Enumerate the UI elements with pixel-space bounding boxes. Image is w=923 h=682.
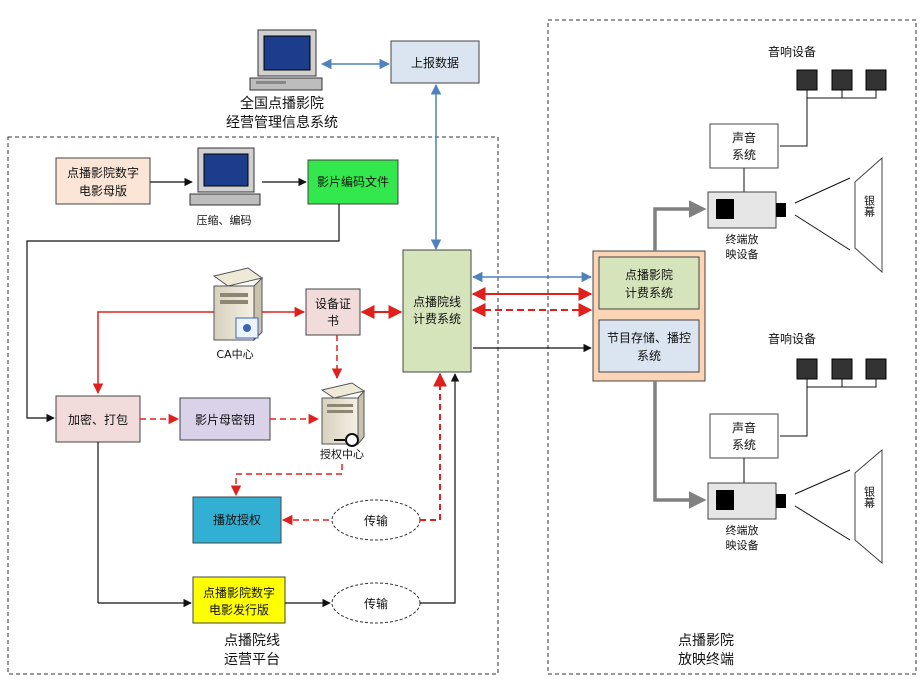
cinema-to-projector-bottom-arrow	[653, 381, 707, 509]
speaker-top-icons	[780, 69, 887, 147]
beam-bottom-lower	[794, 505, 851, 541]
ca-server-icon	[212, 267, 264, 342]
operation-platform-region	[7, 136, 499, 675]
storage-control-label-line2: 系统	[637, 349, 661, 363]
release-version-box	[192, 576, 286, 624]
report-data-box	[390, 40, 480, 84]
terminal-label-line1: 点播影院	[678, 633, 734, 649]
cinema-terminal-region	[547, 19, 917, 675]
screen-bottom-icon	[854, 448, 883, 565]
digital-master-label-line1: 点播影院数字	[67, 165, 139, 180]
transfer-1-label: 传输	[364, 513, 388, 528]
national-system-label-line1: 全国点播影院	[240, 95, 324, 112]
play-auth-label: 播放授权	[213, 512, 261, 527]
master-key-label: 影片母密钥	[195, 412, 255, 427]
projector-bottom-icon	[707, 482, 786, 520]
digital-master-label-line2: 电影母版	[79, 184, 127, 198]
sound-system-top-label-line2: 系统	[732, 148, 756, 162]
film-encode-file-box	[307, 159, 399, 205]
speaker-bottom-icons	[780, 358, 887, 437]
projector-bottom-label-line1: 终端放	[726, 523, 759, 537]
ca-center-label: CA中心	[216, 348, 253, 361]
film-encode-file-label: 影片编码文件	[317, 174, 389, 189]
transfer1-to-billing-line	[420, 372, 447, 521]
device-cert-label-line1: 设备证	[315, 297, 351, 311]
digital-master-box	[55, 157, 151, 205]
storage-control-label-line1: 节目存储、播控	[607, 330, 691, 345]
auth-to-playauth-line	[230, 464, 343, 497]
cinema-to-projector-top-arrow	[653, 200, 707, 251]
encrypt-package-box	[55, 395, 141, 443]
release-version-label-line1: 点播影院数字	[203, 585, 275, 600]
compress-encode-label: 压缩、编码	[197, 213, 252, 227]
speaker-bottom-label: 音响设备	[768, 331, 816, 346]
cinema-billing-label-line1: 点播影院	[625, 268, 673, 282]
master-key-box	[179, 397, 271, 441]
screen-top-label: 银幕	[863, 194, 876, 218]
beam-bottom-upper	[794, 469, 851, 495]
billing-system-label-line2: 计费系统	[413, 312, 461, 326]
platform-label-line1: 点播院线	[224, 633, 280, 649]
report-data-label: 上报数据	[411, 55, 459, 70]
ca-to-encrypt-line	[92, 311, 214, 395]
transfer2-to-billing-line	[420, 373, 460, 604]
sound-system-top-label-line1: 声音	[732, 130, 756, 145]
projector-top-icon	[707, 191, 786, 229]
national-computer-icon	[249, 29, 323, 91]
storage-control-box	[598, 319, 700, 373]
transfer-2-label: 传输	[364, 596, 388, 611]
cinema-billing-label-line2: 计费系统	[625, 286, 673, 300]
speaker-top-label: 音响设备	[768, 44, 816, 59]
sound-system-bottom-label-line1: 声音	[732, 420, 756, 435]
screen-top-icon	[854, 156, 883, 274]
sound-system-bottom-label-line2: 系统	[732, 438, 756, 452]
billing-system-box	[402, 249, 472, 373]
projector-top-label-line2: 映设备	[726, 247, 759, 261]
play-auth-box	[192, 496, 282, 544]
encoder-computer-icon	[189, 147, 261, 206]
device-cert-box	[305, 288, 361, 336]
auth-server-icon	[320, 382, 366, 447]
device-cert-label-line2: 书	[327, 314, 339, 328]
beam-top-upper	[794, 177, 851, 204]
national-system-label-line2: 经营管理信息系统	[226, 114, 338, 131]
platform-label-line2: 运营平台	[224, 652, 280, 668]
file-to-encrypt-line	[26, 204, 340, 423]
cinema-billing-box	[598, 256, 700, 310]
billing-system-label-line1: 点播院线	[413, 295, 461, 309]
sound-system-top-box	[709, 123, 779, 169]
terminal-label-line2: 放映终端	[678, 652, 734, 668]
auth-center-label: 授权中心	[320, 447, 364, 461]
release-version-label-line2: 电影发行版	[209, 602, 269, 617]
projector-bottom-label-line2: 映设备	[726, 538, 759, 552]
beam-top-lower	[794, 214, 851, 251]
projector-top-label-line1: 终端放	[726, 232, 759, 246]
screen-bottom-label: 银幕	[863, 485, 876, 509]
encrypt-package-label: 加密、打包	[68, 412, 128, 427]
